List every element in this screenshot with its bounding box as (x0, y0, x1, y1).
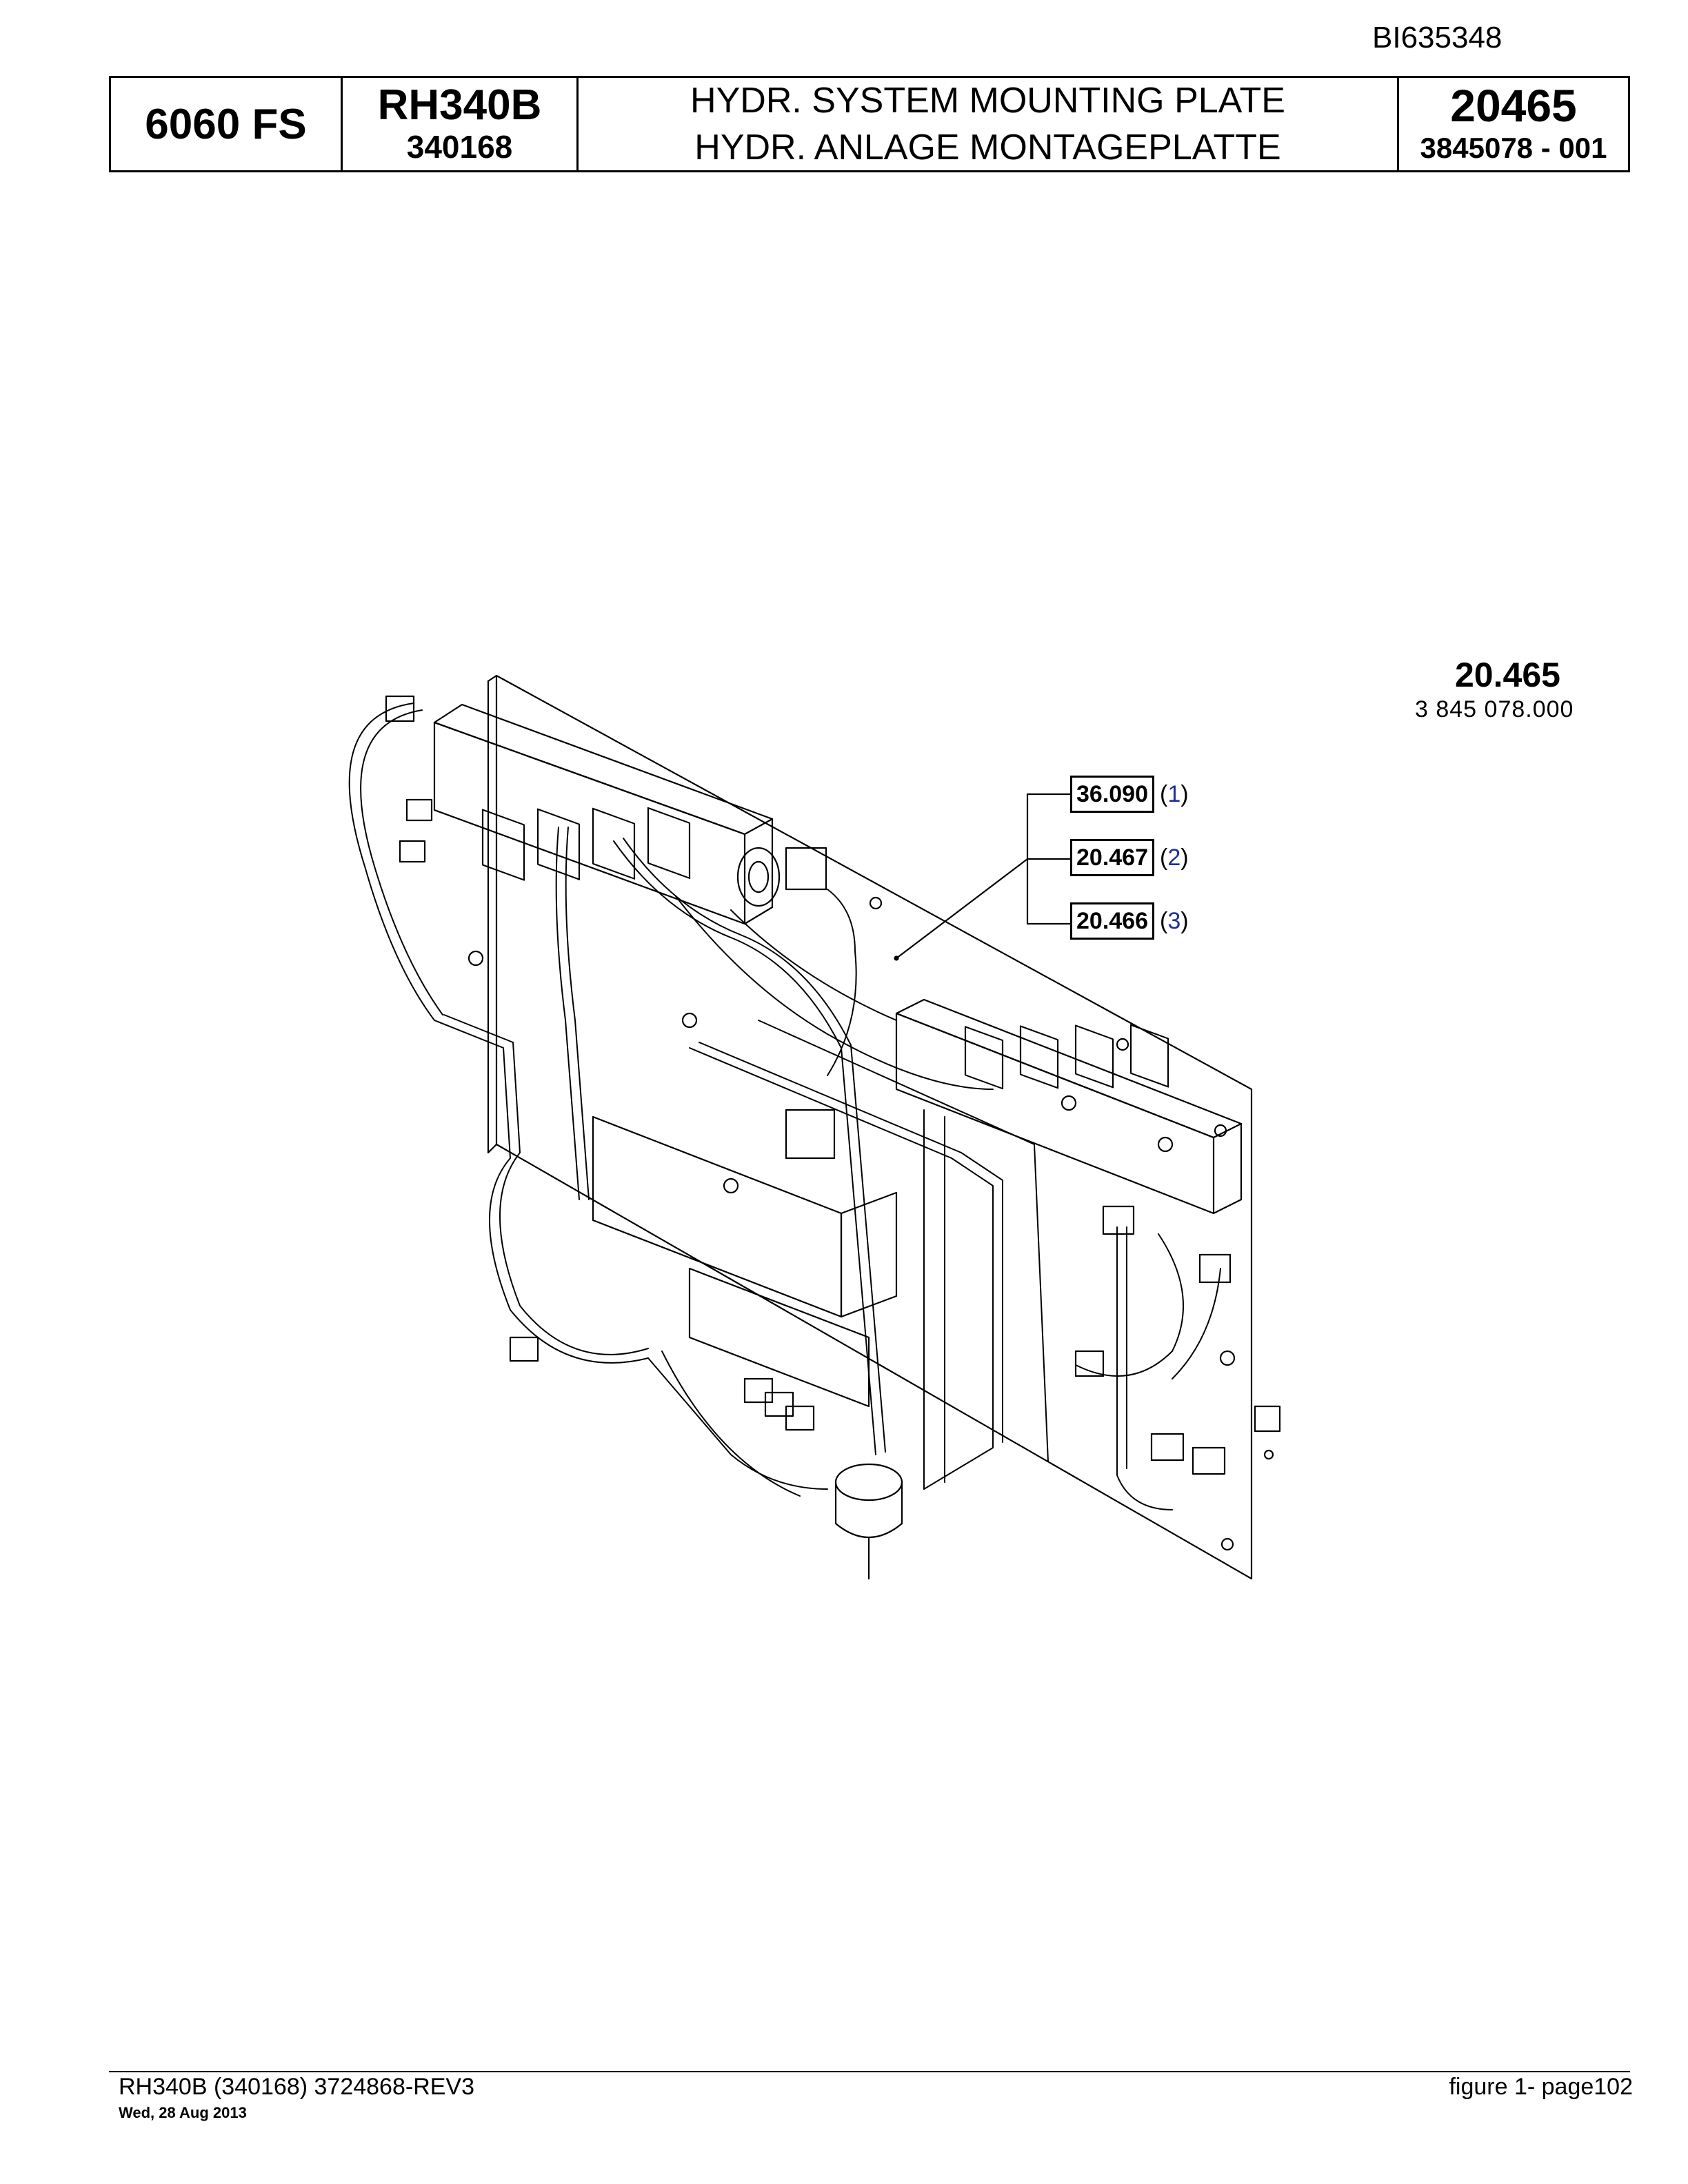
central-manifold (592, 1109, 1274, 1460)
machine-cell: 6060 FS (111, 78, 343, 170)
assembly-number: 20.465 (1455, 656, 1560, 694)
footer-document-ref: RH340B (340168) 3724868-REV3 (119, 2074, 475, 2100)
hydraulic-tubing (348, 702, 1221, 1510)
item-close-paren: ) (1180, 844, 1189, 871)
document-id: BI635348 (1372, 21, 1503, 54)
part-cell: 20465 3845078 - 001 (1399, 78, 1628, 170)
assembly-code: 3 845 078.000 (1415, 696, 1574, 722)
upper-valve-bank (433, 703, 827, 925)
model-serial: 340168 (406, 129, 513, 165)
reference-number[interactable]: 20.467 (1070, 839, 1154, 876)
title-cell: HYDR. SYSTEM MOUNTING PLATE HYDR. ANLAGE… (579, 78, 1399, 170)
part-code: 3845078 - 001 (1420, 132, 1607, 164)
footer-date: Wed, 28 Aug 2013 (119, 2104, 247, 2121)
hydraulic-mounting-plate-drawing (348, 674, 1281, 1580)
accumulator (834, 1463, 903, 1580)
title-german: HYDR. ANLAGE MONTAGEPLATTE (694, 128, 1281, 168)
mounting-plate (487, 674, 1253, 1580)
reference-number[interactable]: 20.466 (1070, 902, 1154, 940)
item-close-paren: ) (1180, 780, 1189, 807)
fittings (385, 695, 1281, 1475)
footer-page-number: figure 1- page102 (1449, 2074, 1633, 2100)
item-number-link[interactable]: 1 (1167, 780, 1181, 807)
leader-lines (894, 793, 1072, 961)
item-open-paren: ( (1160, 780, 1168, 807)
footer-divider (109, 2071, 1630, 2072)
item-number-link[interactable]: 3 (1167, 907, 1181, 934)
item-number-link[interactable]: 2 (1167, 844, 1181, 871)
part-number: 20465 (1450, 80, 1577, 131)
model-cell: RH340B 340168 (343, 78, 579, 170)
lower-valve-bank (895, 998, 1243, 1215)
item-open-paren: ( (1160, 844, 1168, 871)
item-close-paren: ) (1180, 907, 1189, 934)
reference-callout[interactable]: 20.466 (3) (1070, 902, 1189, 940)
title-english: HYDR. SYSTEM MOUNTING PLATE (690, 81, 1285, 121)
model-label: RH340B (377, 81, 542, 129)
header-table: 6060 FS RH340B 340168 HYDR. SYSTEM MOUNT… (109, 76, 1630, 172)
reference-number[interactable]: 36.090 (1070, 776, 1154, 813)
item-open-paren: ( (1160, 907, 1168, 934)
machine-label: 6060 FS (145, 100, 307, 148)
reference-callout[interactable]: 36.090 (1) (1070, 775, 1189, 813)
reference-callout[interactable]: 20.467 (2) (1070, 838, 1189, 877)
